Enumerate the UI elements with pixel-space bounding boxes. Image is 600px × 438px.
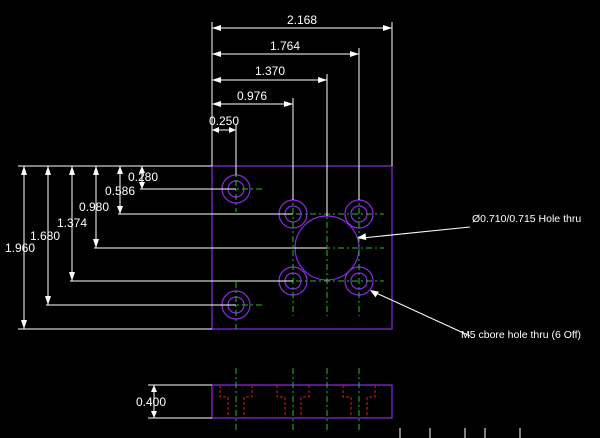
dim-0980: 0.980 [79, 200, 109, 214]
dim-0400: 0.400 [136, 395, 166, 409]
dim-0250: 0.250 [209, 114, 239, 128]
side-view: 0.400 [136, 368, 393, 432]
dim-0586: 0.586 [105, 184, 135, 198]
dim-1370: 1.370 [255, 64, 285, 78]
dim-0976: 0.976 [237, 89, 267, 103]
hidden-cbore-left [219, 385, 253, 418]
dim-1764: 1.764 [270, 39, 300, 53]
dim-1960: 1.960 [5, 241, 35, 255]
dim-1374: 1.374 [57, 216, 87, 230]
hidden-cbore-right [342, 385, 376, 418]
vertical-dimensions: 1.960 1.680 1.374 0.980 0.586 0.280 [5, 165, 327, 330]
side-view-outline [211, 384, 393, 419]
dim-0280: 0.280 [128, 170, 158, 184]
dim-1680: 1.680 [30, 229, 60, 243]
bottom-edge-marks [399, 428, 521, 438]
note-center-hole: Ø0.710/0.715 Hole thru [472, 213, 581, 225]
note-cbore-holes: M5 cbore hole thru (6 Off) [461, 329, 581, 341]
hidden-cbore-mid [276, 385, 310, 418]
dim-2168: 2.168 [287, 13, 317, 27]
horizontal-dimensions: 2.168 1.764 1.370 0.976 0.250 [209, 13, 393, 216]
leader-notes: Ø0.710/0.715 Hole thru M5 cbore hole thr… [357, 213, 581, 341]
